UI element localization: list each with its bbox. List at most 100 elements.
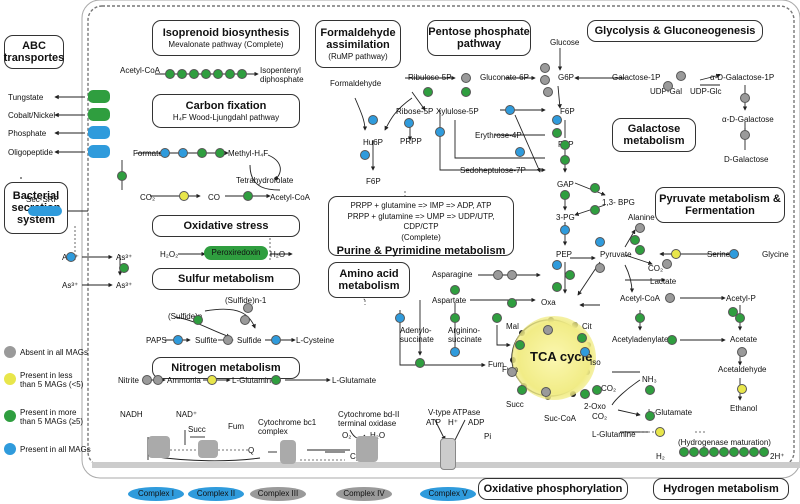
enzyme-node — [655, 427, 665, 437]
enzyme-node — [560, 190, 570, 200]
enzyme-node — [179, 191, 189, 201]
label-sulfide-n: (Sulfide)n — [168, 312, 203, 321]
label-succ-coa: Suc-CoA — [544, 414, 577, 423]
formaldehyde-box: Formaldehyde assimilation(RuMP pathway) — [315, 20, 401, 68]
complex-v-label: Complex V — [420, 487, 476, 501]
label-gap: GAP — [557, 180, 574, 189]
sulfur-metabolism-box: Sulfur metabolism — [152, 268, 300, 290]
enzyme-node — [505, 105, 515, 115]
label-cit: Cit — [582, 322, 592, 331]
label-l-glutamate2: L-Glutamate — [648, 408, 693, 417]
enzyme-node — [237, 69, 247, 79]
enzyme-node — [271, 375, 281, 385]
enzyme-node — [719, 447, 729, 457]
enzyme-node — [493, 270, 503, 280]
label-o2: O₂ — [342, 431, 352, 440]
enzyme-node — [635, 223, 645, 233]
label-bpg: 1,3- BPG — [602, 198, 635, 207]
enzyme-node — [450, 313, 460, 323]
enzyme-node — [595, 263, 605, 273]
tca-cycle-title: TCA cycle — [530, 349, 593, 364]
enzyme-node — [709, 447, 719, 457]
label-sulfide: Sulfide — [237, 336, 262, 345]
enzyme-node — [415, 358, 425, 368]
label-hplus: H⁺ — [448, 418, 458, 427]
enzyme-node — [507, 367, 517, 377]
enzyme-node — [540, 63, 550, 73]
enzyme-node — [665, 293, 675, 303]
transporter-tungstate-icon — [88, 90, 110, 103]
enzyme-node — [552, 128, 562, 138]
enzyme-node — [740, 93, 750, 103]
enzyme-node — [223, 335, 233, 345]
complex-i-shape — [148, 436, 170, 458]
label-ribulose5p: Ribulose-5P — [408, 73, 452, 82]
label-v-atpase: V-type ATPase — [428, 408, 481, 417]
enzyme-node — [635, 245, 645, 255]
oxidative-phosphorylation-box: Oxidative phosphorylation — [478, 478, 628, 500]
enzyme-node — [543, 87, 553, 97]
label-ammonia: Ammonia — [167, 376, 201, 385]
enzyme-node — [395, 313, 405, 323]
label-as3b: As³⁺ — [62, 281, 79, 290]
glycolysis-box: Glycolysis & Gluconeogenesis — [587, 20, 763, 42]
abc-item-phosphate: Phosphate — [8, 129, 47, 138]
label-a-d-galactose: α-D-Galactose — [722, 115, 774, 124]
enzyme-node — [142, 375, 152, 385]
label-atp: ATP — [426, 418, 441, 427]
label-sedoheptulose: Sedoheptulose-7P — [460, 166, 526, 175]
label-l-glutamine: L-Glutamine — [232, 376, 276, 385]
label-acetyl-coa: Acetyl-CoA — [120, 66, 161, 75]
label-as3a: As³⁺ — [116, 253, 133, 262]
label-oxa: Oxa — [541, 298, 556, 307]
enzyme-node — [590, 183, 600, 193]
label-nitrite: Nitrite — [118, 376, 139, 385]
label-hu6p: Hu6P — [363, 138, 384, 147]
enzyme-node — [66, 252, 76, 262]
legend-gray-label: Absent in all MAGs — [20, 348, 89, 357]
enzyme-node — [225, 69, 235, 79]
label-as3c: As³⁺ — [116, 281, 133, 290]
enzyme-node — [461, 87, 471, 97]
complex-ii-label: Complex II — [188, 487, 244, 501]
complex-i-label: Complex I — [128, 487, 184, 501]
enzyme-node — [552, 115, 562, 125]
label-aspartate: Aspartate — [432, 296, 467, 305]
label-cyt-bc1: Cytochrome bc1 complex — [258, 418, 317, 436]
label-formaldehyde: Formaldehyde — [330, 79, 382, 88]
label-pep: PEP — [556, 250, 573, 259]
legend-green-label: Present in more than 5 MAGs (≥5) — [20, 408, 84, 426]
enzyme-node — [749, 447, 759, 457]
label-2-oxo: 2-Oxo — [584, 402, 606, 411]
complex-ii-shape — [198, 440, 218, 458]
enzyme-node — [645, 411, 655, 421]
enzyme-node — [201, 69, 211, 79]
amino-acid-box: Amino acid metabolism — [328, 262, 410, 298]
label-pi: Pi — [484, 432, 492, 441]
enzyme-node — [595, 237, 605, 247]
enzyme-node — [368, 115, 378, 125]
label-h2o: H₂O — [270, 250, 286, 259]
enzyme-node — [507, 298, 517, 308]
label-nad: NAD⁺ — [176, 410, 198, 419]
label-adenylo: Adenylo-succinate — [400, 326, 434, 344]
enzyme-node — [117, 171, 127, 181]
enzyme-node — [645, 385, 655, 395]
enzyme-node — [735, 313, 745, 323]
enzyme-node — [515, 340, 525, 350]
label-co2-wl: CO₂ — [140, 193, 156, 202]
purine-pyrimidine-box: PRPP + glutamine => IMP => ADP, ATP PRPP… — [328, 196, 514, 257]
enzyme-node — [153, 375, 163, 385]
enzyme-node — [630, 235, 640, 245]
label-co2-b: CO₂ — [592, 412, 608, 421]
label-l-glutamate: L-Glutamate — [332, 376, 377, 385]
label-galactose1p: Galactose-1P — [612, 73, 661, 82]
enzyme-node — [679, 447, 689, 457]
label-methyl-h4f: Methyl-H₄F — [228, 149, 269, 158]
oxidative-stress-box: Oxidative stress — [152, 215, 300, 237]
enzyme-node — [676, 71, 686, 81]
sec-srp-channel-icon — [28, 206, 62, 216]
enzyme-node — [699, 447, 709, 457]
label-g6p: G6P — [558, 73, 575, 82]
label-co2-pyr: CO₂ — [648, 264, 664, 273]
